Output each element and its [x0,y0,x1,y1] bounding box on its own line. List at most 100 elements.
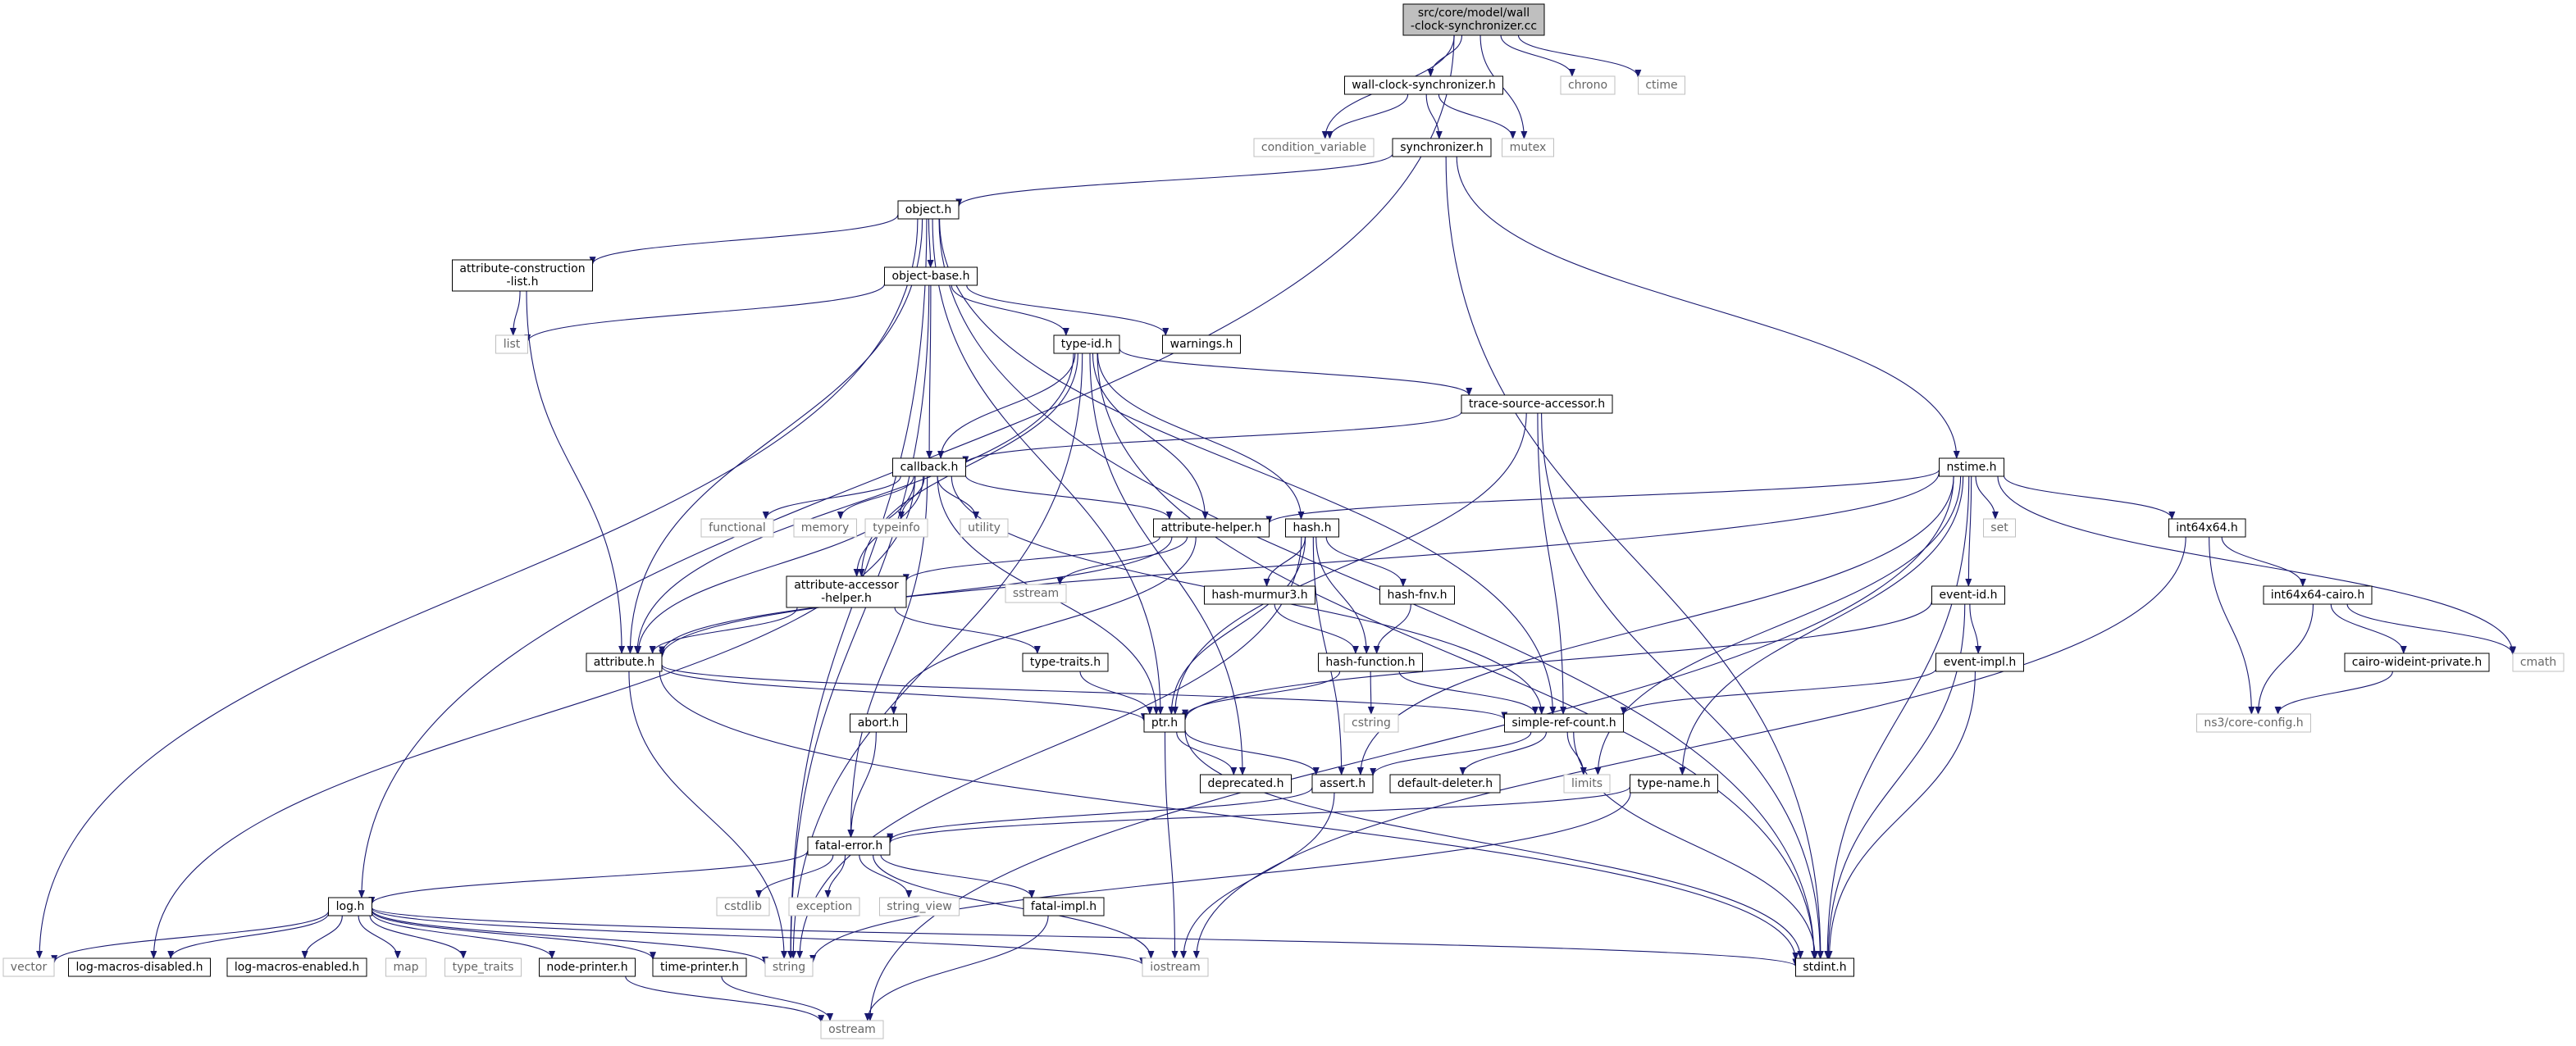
node-nodeprinter_h[interactable]: node-printer.h [538,957,636,977]
node-box [1343,75,1504,95]
edge-fatalerr_h-to-exception [824,854,846,898]
node-memory: memory [793,518,857,538]
node-label: type-id.h [1061,338,1112,351]
node-aah_h[interactable]: attribute-accessor-helper.h [786,575,907,608]
node-typetraits_h[interactable]: type-traits.h [1022,653,1109,672]
edge-typeid_h-to-hash_h [1097,352,1305,520]
node-box [1935,653,2024,672]
edge-fatalerr_h-to-fatalimpl_h [880,854,1035,898]
edge-object_h-to-vector [36,218,919,959]
edge-nstime_h-to-ahelper_h [1265,469,1940,525]
node-label: sstream [1013,587,1059,600]
node-stdint_h[interactable]: stdint.h [1794,957,1855,977]
node-cairo_h[interactable]: int64x64-cairo.h [2263,585,2373,605]
edge-root-to-chrono [1500,34,1575,77]
node-nstime_h[interactable]: nstime.h [1938,457,2005,477]
edge-nstime_h-to-set [1975,475,1999,520]
edge-callback_h-to-functional [762,475,901,520]
node-label: wall-clock-synchronizer.h [1352,79,1495,92]
edge-nodeprinter_h-to-ostream [625,976,825,1024]
node-fatalimpl_h[interactable]: fatal-impl.h [1023,897,1105,916]
node-lmd_h[interactable]: log-macros-disabled.h [68,957,211,977]
node-label: stdint.h [1803,961,1846,974]
node-sync_h[interactable]: synchronizer.h [1392,138,1492,157]
node-box [445,957,522,977]
edge-ptr_h-to-deprecated_h [1176,731,1238,775]
edge-hashfn_h-to-src_h [1398,671,1539,715]
edge-eventid_h-to-eventimpl_h [1969,603,1982,654]
node-src_h[interactable]: simple-ref-count.h [1503,713,1625,733]
node-int64x64_h[interactable]: int64x64.h [2168,518,2246,538]
node-type_traits: type_traits [445,957,522,977]
edge-tsa_h-to-src_h [1537,412,1567,715]
node-murmur_h[interactable]: hash-murmur3.h [1203,585,1316,605]
edge-hash_h-to-murmur_h [1263,536,1306,587]
node-eventimpl_h[interactable]: event-impl.h [1935,653,2024,672]
node-objbase_h[interactable]: object-base.h [884,266,978,286]
node-box [1005,584,1067,603]
node-callback_h[interactable]: callback.h [892,457,966,477]
node-warnings_h[interactable]: warnings.h [1162,334,1241,354]
node-fnv_h[interactable]: hash-fnv.h [1379,585,1455,605]
node-typeid_h[interactable]: type-id.h [1053,334,1120,354]
node-mutex: mutex [1502,138,1554,157]
node-typename_h[interactable]: type-name.h [1629,774,1719,794]
edge-log_h-to-timeprinter_h [371,910,656,961]
node-lme_h[interactable]: log-macros-enabled.h [226,957,367,977]
node-wcs_h[interactable]: wall-clock-synchronizer.h [1343,75,1504,95]
edge-fnv_h-to-hashfn_h [1373,603,1411,654]
edge-fatalerr_h-to-cstdlib [755,854,834,898]
node-acl_h[interactable]: attribute-construction-list.h [451,259,594,292]
node-root[interactable]: src/core/model/wall-clock-synchronizer.c… [1402,3,1545,36]
edge-objbase_h-to-warnings_h [966,284,1169,336]
node-box [716,897,770,916]
node-label: typeinfo [873,521,920,534]
node-box [68,957,211,977]
node-label: attribute-accessor [794,579,899,592]
edge-object_h-to-acl_h [589,214,899,266]
edge-object_h-to-stdint_h [938,218,1817,959]
node-label: iostream [1150,961,1201,974]
edge-assert_h-to-iostream [1180,792,1335,959]
node-defdel_h[interactable]: default-deleter.h [1389,774,1501,794]
node-label: warnings.h [1170,338,1233,351]
node-label: int64x64-cairo.h [2271,589,2364,602]
edge-timeprinter_h-to-ostream [721,976,834,1021]
node-abort_h[interactable]: abort.h [850,713,907,733]
edge-nstime_h-to-stdint_h [1824,475,1970,959]
node-fatalerr_h[interactable]: fatal-error.h [807,836,891,856]
node-eventid_h[interactable]: event-id.h [1931,585,2006,605]
node-tsa_h[interactable]: trace-source-accessor.h [1461,394,1613,414]
edge-nstime_h-to-eventid_h [1965,475,1972,587]
node-hash_h[interactable]: hash.h [1285,518,1339,538]
node-label: int64x64.h [2176,521,2238,534]
edge-attribute_h-to-string [628,671,788,959]
node-object_h[interactable]: object.h [897,200,960,220]
node-ahelper_h[interactable]: attribute-helper.h [1153,518,1270,538]
node-box [1379,585,1455,605]
node-label: -list.h [507,275,539,289]
node-box [1982,518,2017,538]
edges-layer [36,34,2516,1024]
node-log_h[interactable]: log.h [328,897,372,916]
edge-ahelper_h-to-attribute_h [659,536,1173,655]
node-box [1389,774,1501,794]
node-box [1503,713,1625,733]
edge-fatalerr_h-to-string_view [859,854,913,898]
node-label: log.h [336,900,365,913]
node-ptr_h[interactable]: ptr.h [1143,713,1186,733]
edge-ahelper_h-to-sstream [1056,536,1188,585]
node-vector: vector [2,957,55,977]
node-timeprinter_h[interactable]: time-printer.h [652,957,747,977]
node-deprecated_h[interactable]: deprecated.h [1199,774,1293,794]
node-box [850,713,907,733]
node-box [892,457,966,477]
edge-typeid_h-to-tsa_h [1119,348,1473,396]
node-cwp_h[interactable]: cairo-wideint-private.h [2344,653,2490,672]
edge-log_h-to-map [358,915,401,959]
node-box [864,518,928,538]
node-attribute_h[interactable]: attribute.h [586,653,663,672]
node-assert_h[interactable]: assert.h [1311,774,1374,794]
node-hashfn_h[interactable]: hash-function.h [1317,653,1424,672]
node-box [1023,897,1105,916]
